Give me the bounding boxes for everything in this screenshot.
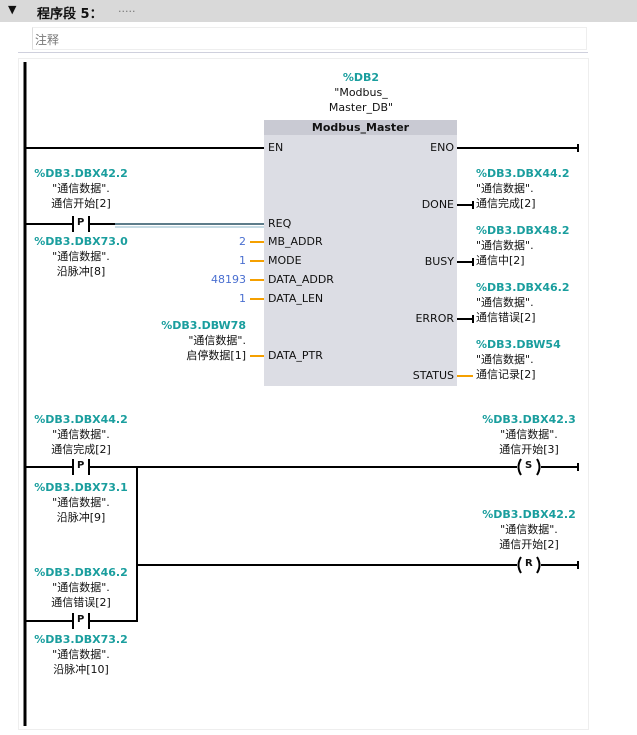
pin-status: STATUS [412,369,454,382]
db-name-line2: Master_DB" [328,101,394,114]
operand-address: %DB3.DBX42.3 [482,413,576,426]
operand-db: "通信数据". [476,239,534,252]
operand-tag: 通信中[2] [476,254,525,267]
pin-data-ptr: DATA_PTR [268,349,323,362]
operand-tag: 通信完成[2] [476,197,536,210]
operand-address: %DB3.DBX44.2 [34,413,128,426]
operand-tag: 启停数据[1] [186,349,246,362]
pin-done: DONE [421,198,454,211]
data-len-value[interactable]: 1 [239,292,246,305]
operand-tag: 通信开始[2] [499,538,559,551]
collapse-triangle-icon[interactable]: ▼ [8,3,17,16]
status-operand[interactable]: %DB3.DBW54 "通信数据". 通信记录[2] [476,337,561,382]
block-type-title: Modbus_Master [264,120,457,135]
contact-3-edge-operand[interactable]: %DB3.DBX73.2 "通信数据". 沿脉冲[10] [34,632,128,677]
operand-db: "通信数据". [476,353,534,366]
data-ptr-operand[interactable]: %DB3.DBW78 "通信数据". 启停数据[1] [161,318,246,363]
done-operand[interactable]: %DB3.DBX44.2 "通信数据". 通信完成[2] [476,166,570,211]
network-comment-field[interactable]: 注释 [32,27,587,50]
network-title-placeholder[interactable]: ..... [118,2,136,15]
operand-tag: 通信错误[2] [51,596,111,609]
operand-address: %DB3.DBX46.2 [476,281,570,294]
operand-db: "通信数据". [500,428,558,441]
network-title: 程序段 5： [37,7,103,22]
db-address: %DB2 [342,71,380,84]
operand-address: %DB3.DBX42.2 [34,167,128,180]
contact-1-edge-operand[interactable]: %DB3.DBX73.0 "通信数据". 沿脉冲[8] [34,234,128,279]
error-operand[interactable]: %DB3.DBX46.2 "通信数据". 通信错误[2] [476,280,570,325]
operand-db: "通信数据". [52,581,110,594]
operand-db: "通信数据". [52,182,110,195]
operand-tag: 通信错误[2] [476,311,536,324]
operand-db: "通信数据". [188,334,246,347]
operand-db: "通信数据". [500,523,558,536]
network-header[interactable] [0,0,637,22]
operand-db: "通信数据". [52,428,110,441]
operand-db: "通信数据". [52,496,110,509]
mb-addr-value[interactable]: 2 [239,235,246,248]
set-coil[interactable]: S [525,460,533,471]
operand-address: %DB3.DBX42.2 [482,508,576,521]
pin-error: ERROR [415,312,454,325]
contact-1-operand[interactable]: %DB3.DBX42.2 "通信数据". 通信开始[2] [34,166,128,211]
reset-coil-operand[interactable]: %DB3.DBX42.2 "通信数据". 通信开始[2] [482,507,576,552]
contact-2-type[interactable]: P [77,460,85,471]
instance-db-label[interactable]: %DB2 "Modbus_ Master_DB" [329,70,393,115]
operand-tag: 沿脉冲[8] [56,265,106,278]
data-addr-value[interactable]: 48193 [211,273,246,286]
pin-req: REQ [268,217,292,230]
reset-coil[interactable]: R [525,558,533,569]
operand-address: %DB3.DBX73.1 [34,481,128,494]
operand-address: %DB3.DBX48.2 [476,224,570,237]
operand-db: "通信数据". [52,250,110,263]
pin-data-len: DATA_LEN [268,292,324,305]
db-name-line1: "Modbus_ [334,86,388,99]
pin-mode: MODE [268,254,302,267]
pin-busy: BUSY [424,255,454,268]
operand-tag: 通信完成[2] [51,443,111,456]
operand-tag: 通信开始[2] [51,197,111,210]
operand-address: %DB3.DBW78 [161,319,246,332]
operand-db: "通信数据". [476,296,534,309]
coil-s-left [517,458,522,476]
operand-address: %DB3.DBX46.2 [34,566,128,579]
coil-r-left [517,556,522,574]
contact-2-operand[interactable]: %DB3.DBX44.2 "通信数据". 通信完成[2] [34,412,128,457]
operand-tag: 沿脉冲[9] [56,511,106,524]
pin-eno: ENO [430,141,454,154]
set-coil-operand[interactable]: %DB3.DBX42.3 "通信数据". 通信开始[3] [482,412,576,457]
operand-tag: 通信开始[3] [499,443,559,456]
pin-mb-addr: MB_ADDR [268,235,323,248]
contact-3-type[interactable]: P [77,614,85,625]
divider [18,52,588,53]
operand-address: %DB3.DBX44.2 [476,167,570,180]
operand-address: %DB3.DBX73.0 [34,235,128,248]
busy-operand[interactable]: %DB3.DBX48.2 "通信数据". 通信中[2] [476,223,570,268]
operand-tag: 沿脉冲[10] [53,663,109,676]
operand-tag: 通信记录[2] [476,368,536,381]
pin-en: EN [268,141,284,154]
operand-db: "通信数据". [52,648,110,661]
pin-data-addr: DATA_ADDR [268,273,334,286]
comment-placeholder: 注释 [35,33,60,47]
ladder-area[interactable] [18,58,589,730]
operand-db: "通信数据". [476,182,534,195]
modbus-master-block[interactable] [264,120,457,386]
operand-address: %DB3.DBW54 [476,338,561,351]
contact-1-type[interactable]: P [77,217,85,228]
operand-address: %DB3.DBX73.2 [34,633,128,646]
contact-2-edge-operand[interactable]: %DB3.DBX73.1 "通信数据". 沿脉冲[9] [34,480,128,525]
contact-3-operand[interactable]: %DB3.DBX46.2 "通信数据". 通信错误[2] [34,565,128,610]
mode-value[interactable]: 1 [239,254,246,267]
